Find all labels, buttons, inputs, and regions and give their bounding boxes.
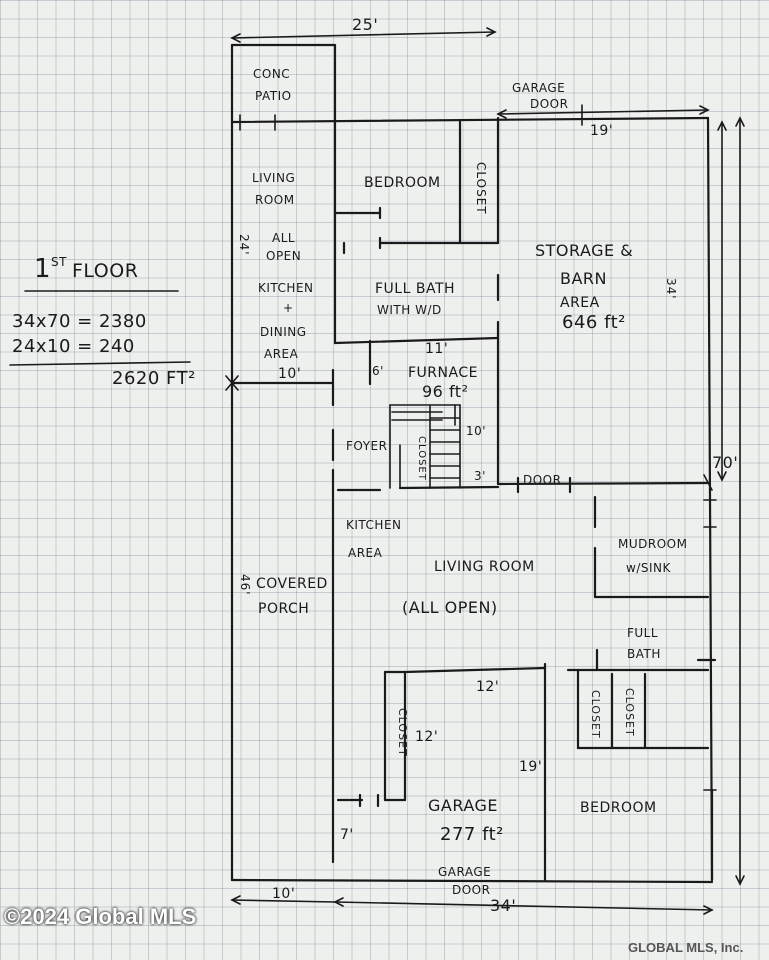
floor-title: 1ST FLOOR bbox=[34, 256, 138, 282]
kitchen-label-4: AREA bbox=[264, 347, 299, 361]
covered-porch-label-1: COVERED bbox=[256, 576, 328, 592]
garage-label: GARAGE bbox=[428, 796, 498, 815]
door-label: DOOR bbox=[523, 473, 562, 487]
closet-foyer: CLOSET bbox=[416, 436, 427, 481]
closet-garage: CLOSET bbox=[396, 708, 409, 757]
storage-label-2: BARN bbox=[560, 269, 608, 288]
garage-door-bottom-1: GARAGE bbox=[438, 865, 492, 879]
dim-furnace-width: 11' bbox=[425, 341, 449, 357]
mudroom-label-1: MUDROOM bbox=[618, 537, 688, 551]
bedroom-top: BEDROOM bbox=[364, 175, 441, 191]
dim-bottom-total-width: 34' bbox=[490, 896, 517, 915]
mudroom-label-2: w/SINK bbox=[626, 561, 671, 575]
area-total: 2620 FT² bbox=[112, 368, 196, 389]
dim-garage-depth: 19' bbox=[519, 759, 543, 775]
garage-area: 277 ft² bbox=[440, 824, 504, 845]
east-wall bbox=[706, 116, 714, 882]
full-bath-b-label-2: BATH bbox=[627, 647, 661, 661]
dim-left-depth: 24' bbox=[237, 234, 251, 256]
dim-barn-depth: 34' bbox=[664, 278, 678, 300]
area-calc-line-1: 34x70 = 2380 bbox=[12, 311, 147, 332]
dim-porch-depth: 46' bbox=[238, 574, 252, 596]
living-room-top-2: ROOM bbox=[255, 193, 295, 207]
furnace-label: FURNACE bbox=[408, 365, 478, 381]
garage-door-bottom-2: DOOR bbox=[452, 883, 491, 897]
storage-area: 646 ft² bbox=[562, 312, 626, 333]
full-bath-b-label-1: FULL bbox=[627, 626, 659, 640]
dim-garage-width: 12' bbox=[476, 679, 500, 695]
floor-title-sup: ST bbox=[51, 255, 67, 269]
kitchen-label-1: KITCHEN bbox=[258, 281, 314, 295]
closet-bath-2: CLOSET bbox=[623, 688, 636, 737]
dim-total-depth: 70' bbox=[712, 453, 739, 472]
conc-patio-label-1: CONC bbox=[253, 67, 291, 81]
living-room-main: LIVING ROOM bbox=[434, 559, 535, 575]
full-bath-label-1: FULL BATH bbox=[375, 281, 456, 297]
dim-stair-depth: 10' bbox=[466, 424, 487, 438]
dim-porch-gap: 7' bbox=[340, 827, 354, 843]
full-bath-label-2: WITH W/D bbox=[377, 303, 442, 317]
all-open-1: ALL bbox=[272, 231, 296, 245]
brand-watermark: GLOBAL MLS, Inc. bbox=[628, 940, 744, 955]
storage-label-3: AREA bbox=[560, 295, 600, 311]
garage-door-top-2: DOOR bbox=[530, 97, 569, 111]
kitchen-area-label-1: KITCHEN bbox=[346, 518, 402, 532]
storage-label-1: STORAGE & bbox=[535, 241, 634, 260]
dim-top-width: 25' bbox=[352, 15, 379, 34]
copyright-watermark: ©2024 Global MLS bbox=[4, 904, 197, 929]
bedroom-bottom: BEDROOM bbox=[580, 800, 657, 816]
kitchen-label-2: + bbox=[283, 301, 294, 315]
floor-title-number: 1 bbox=[34, 254, 52, 284]
south-wall bbox=[230, 878, 714, 884]
covered-porch-label-2: PORCH bbox=[258, 601, 310, 617]
dim-furnace-small: 6' bbox=[372, 364, 384, 378]
kitchen-label-3: DINING bbox=[260, 325, 307, 339]
living-room-top-1: LIVING bbox=[252, 171, 296, 185]
dim-closet-gap: 3' bbox=[474, 469, 486, 483]
foyer-label: FOYER bbox=[346, 439, 388, 453]
closet-bath-1: CLOSET bbox=[589, 690, 602, 739]
area-calc-line-2: 24x10 = 240 bbox=[12, 336, 135, 357]
dim-garage-closet: 12' bbox=[415, 729, 439, 745]
all-open-main: (ALL OPEN) bbox=[402, 598, 498, 617]
furnace-area: 96 ft² bbox=[422, 382, 469, 401]
dim-kitchen-dining-width: 10' bbox=[278, 366, 302, 382]
closet-top: CLOSET bbox=[474, 162, 488, 215]
all-open-2: OPEN bbox=[266, 249, 302, 263]
kitchen-area-label-2: AREA bbox=[348, 546, 383, 560]
dim-bottom-left-width: 10' bbox=[272, 886, 296, 902]
floor-title-word: FLOOR bbox=[71, 260, 139, 282]
conc-patio-label-2: PATIO bbox=[255, 89, 292, 103]
north-wall bbox=[230, 116, 710, 124]
dim-garage-door-width: 19' bbox=[590, 123, 614, 139]
garage-door-top-1: GARAGE bbox=[512, 81, 566, 95]
